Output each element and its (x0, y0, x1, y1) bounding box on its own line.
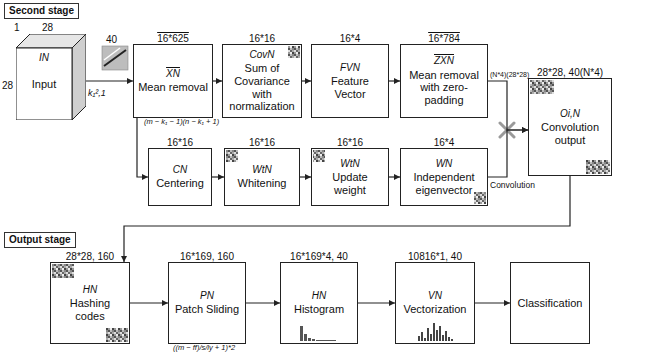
dimension-label: 28*28, 160 (66, 251, 114, 263)
symbol: Oi,N (560, 108, 580, 120)
symbol: WtN (340, 158, 359, 170)
symbol: WN (436, 158, 453, 170)
symbol: WtN (252, 164, 271, 176)
symbol: CovN (249, 49, 274, 61)
flow-arrow (358, 302, 395, 303)
process-box: 16*16CNCentering (148, 148, 212, 206)
flow-arrow (488, 130, 528, 177)
dimension-label: 16*16 (249, 33, 275, 45)
vector-thumbnail (418, 323, 453, 341)
node-name: Mean removal (138, 81, 208, 94)
node-name: Histogram (294, 303, 344, 316)
dimension-label: 16*169*4, 40 (290, 251, 348, 263)
process-box: 16*625XNMean removal(m − k₁ − 1)(n − k₁ … (133, 44, 213, 118)
dimension-label: 28*28, 40(N*4) (537, 67, 603, 79)
thumbnail (313, 150, 325, 162)
node-name: Mean removal with zero-padding (404, 69, 484, 107)
dimension-label: 40 (106, 34, 117, 46)
process-box: 16*16CovNSum of Covariance with normaliz… (222, 44, 302, 118)
node-name: Patch Sliding (175, 303, 239, 316)
node-name: Whitening (238, 177, 287, 190)
dimension-label: 16*16 (249, 137, 275, 149)
flow-arrow (130, 302, 168, 303)
process-box: 16*16WtNWhitening (224, 148, 300, 206)
node-name: Vectorization (404, 303, 467, 316)
flow-arrow (389, 176, 400, 177)
stage-title: Output stage (4, 232, 76, 248)
symbol: HN (312, 290, 326, 302)
node-name: Feature Vector (315, 75, 385, 100)
thumbnail (474, 192, 486, 204)
flow-arrow (300, 176, 311, 177)
flow-arrow (246, 302, 280, 303)
cube-shape (16, 34, 86, 120)
input-cube: IN Input (16, 34, 86, 120)
histogram-thumbnail (300, 326, 336, 341)
node-name: Centering (156, 177, 204, 190)
node-name: Hashing codes (54, 297, 126, 322)
dimension-label: 16*625 (157, 33, 189, 45)
thumbnail (52, 264, 74, 278)
node-name: Update weight (315, 171, 385, 196)
flow-arrow (137, 118, 148, 177)
dimension-label: 1 (14, 22, 20, 34)
process-box: Classification (510, 262, 590, 344)
process-box: 16*16WtNUpdate weight (311, 148, 389, 206)
thumbnail (530, 80, 554, 94)
input-patch (102, 46, 128, 70)
dimension-label: 28 (42, 22, 53, 34)
flow-arrow (302, 80, 311, 81)
thumbnail (288, 46, 300, 58)
dimension-label: 28 (2, 80, 13, 92)
process-box: 10816*1, 40VNVectorization (395, 262, 475, 344)
node-name: Classification (518, 297, 583, 310)
node-name: Convolution output (532, 121, 608, 146)
cube-face (16, 48, 72, 120)
cube-face (72, 34, 86, 120)
kernel-label: k₁²,1 (88, 88, 106, 98)
dimension-label: 16*4 (434, 137, 455, 149)
flow-arrow (475, 302, 510, 303)
symbol: VN (428, 290, 442, 302)
formula: (m − k₁ − 1)(n − k₁ + 1) (144, 118, 219, 127)
dimension-label: 16*4 (340, 33, 361, 45)
symbol: FVN (340, 62, 360, 74)
dimension-label: 16*16 (337, 137, 363, 149)
dimension-label: 10816*1, 40 (408, 251, 462, 263)
thumbnail (226, 150, 238, 162)
thumbnail (586, 160, 610, 174)
process-box: 28*28, 160HNHashing codes (50, 262, 130, 344)
flow-arrow (212, 176, 224, 177)
flow-arrow (488, 81, 528, 130)
process-box: 16*169, 160PNPatch Sliding((m − ff)/s/ly… (168, 262, 246, 344)
symbol: PN (200, 290, 214, 302)
process-box: 16*4WNIndependent eigenvector (400, 148, 488, 206)
node-name: Input (16, 78, 72, 91)
operation-label: Convolution (489, 181, 536, 191)
thumbnail (106, 328, 128, 342)
node-name: Independent eigenvector (404, 171, 484, 196)
process-box: 16*169*4, 40HNHistogram (280, 262, 358, 344)
process-box: 16*4FVNFeature Vector (311, 44, 389, 118)
node-name: Sum of Covariance with normalization (226, 62, 298, 113)
flow-arrow (389, 80, 400, 81)
symbol: IN (16, 52, 72, 64)
formula: ((m − ff)/s/ly + 1)*2 (173, 344, 235, 353)
dimension-label: 16*169, 160 (180, 251, 234, 263)
symbol: HN (83, 284, 97, 296)
process-box: 16*784ZXNMean removal with zero-padding (400, 44, 488, 118)
symbol: XN (166, 68, 180, 80)
symbol: CN (173, 164, 187, 176)
flow-arrow (213, 80, 222, 81)
stage-title: Second stage (4, 3, 79, 19)
dimension-label: 16*16 (167, 137, 193, 149)
dimension-label: 16*784 (428, 33, 460, 45)
size-note: (N*4)(28*28) (490, 71, 529, 79)
process-box: 28*28, 40(N*4)Oi,NConvolution output (528, 78, 612, 176)
symbol: ZXN (434, 55, 454, 67)
flow-arrow (86, 80, 133, 81)
